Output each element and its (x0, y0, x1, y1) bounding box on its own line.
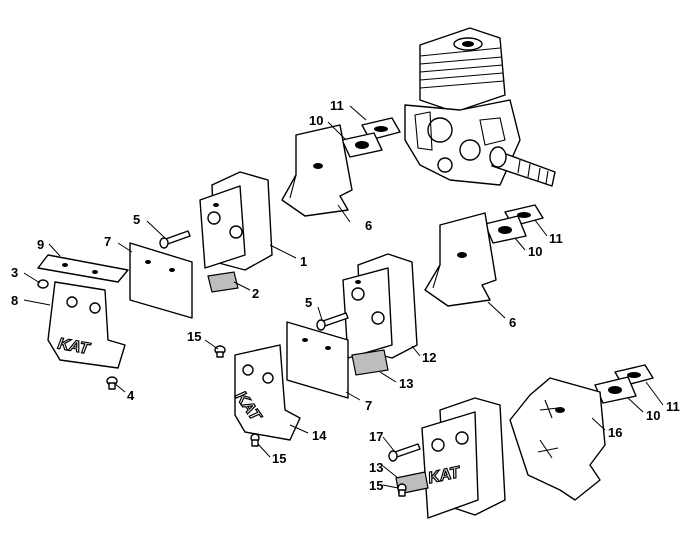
spark-screen-13-middle (351, 349, 389, 376)
kat-plate-8: KAT (47, 281, 126, 369)
screw-3 (37, 279, 49, 289)
leader-lines (23, 105, 664, 489)
callout-5b: 5 (305, 295, 312, 310)
callout-11b: 11 (549, 231, 563, 246)
screw-4 (106, 376, 118, 390)
gasket-10-middle (484, 215, 527, 244)
kat-label-8: KAT (56, 336, 91, 358)
callout-10a: 10 (309, 113, 323, 128)
kat-plate-14: KAT (231, 344, 301, 441)
heat-shield-6-top (281, 124, 353, 217)
screw-17 (388, 443, 421, 462)
heat-shield-6-middle (424, 212, 497, 307)
heat-shield-16 (509, 377, 606, 501)
screw-15-middle (214, 345, 226, 358)
callout-13b: 13 (369, 460, 383, 475)
callout-15a: 15 (187, 329, 201, 344)
gasket-10-top (341, 132, 383, 158)
callout-15c: 15 (369, 478, 383, 493)
plate-7-middle (286, 321, 349, 399)
callout-7b: 7 (365, 398, 372, 413)
screw-5-middle (316, 312, 349, 331)
callout-10c: 10 (646, 408, 660, 423)
plate-9 (37, 254, 129, 283)
callout-6a: 6 (365, 218, 372, 233)
screw-15-lower (250, 433, 260, 447)
plate-7-left (129, 242, 193, 319)
muffler-1 (199, 171, 273, 271)
callout-1: 1 (300, 254, 307, 269)
callout-10b: 10 (528, 244, 542, 259)
screw-15-bottom (397, 483, 407, 497)
callout-16: 16 (608, 425, 622, 440)
callout-15b: 15 (272, 451, 286, 466)
callout-5a: 5 (133, 212, 140, 227)
kat-muffler: KAT (421, 397, 506, 519)
callout-9: 9 (37, 237, 44, 252)
callout-11c: 11 (666, 399, 680, 414)
muffler-12 (342, 253, 418, 359)
callout-12: 12 (422, 350, 436, 365)
spark-screen-2 (207, 271, 239, 293)
callout-13a: 13 (399, 376, 413, 391)
screw-5-top (159, 230, 191, 249)
callout-2: 2 (252, 286, 259, 301)
callout-17: 17 (369, 429, 383, 444)
callout-3: 3 (11, 265, 18, 280)
callout-6b: 6 (509, 315, 516, 330)
callout-11a: 11 (330, 98, 344, 113)
callout-7a: 7 (104, 234, 111, 249)
callout-4: 4 (127, 388, 135, 403)
engine-assembly (404, 27, 556, 187)
callout-numbers: 1 2 3 4 5 5 6 6 7 7 8 9 10 10 10 11 11 1… (11, 98, 680, 493)
callout-14: 14 (312, 428, 327, 443)
callout-8: 8 (11, 293, 18, 308)
